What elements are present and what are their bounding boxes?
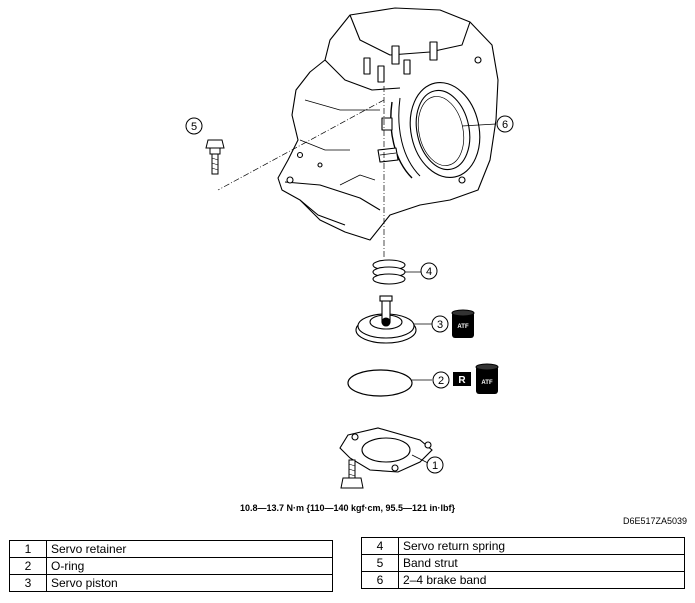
legend-row: 1 Servo retainer	[9, 540, 333, 558]
atf-icon-2-label: ATF	[481, 380, 493, 386]
callout-1: 1	[426, 456, 444, 474]
servo-retainer-part-1	[339, 427, 433, 473]
callout-2-label: 2	[438, 375, 444, 387]
parts-legend-left: 1 Servo retainer 2 O-ring 3 Servo piston	[9, 540, 333, 592]
o-ring-part-2	[347, 369, 413, 397]
legend-row: 2 O-ring	[9, 557, 333, 575]
legend-part-name: O-ring	[46, 557, 333, 575]
callout-2: 2	[432, 371, 450, 389]
atf-bottle-icon: ATF	[451, 309, 475, 338]
callout-1-label: 1	[432, 460, 438, 472]
legend-part-name: Band strut	[398, 554, 685, 572]
callout-6: 6	[496, 115, 514, 133]
exploded-parts-diagram: 6 5 4 3 2 1 ATF R ATF	[185, 7, 514, 489]
callout-5-label: 5	[191, 121, 197, 133]
diagram-reference-code: D6E517ZA5039	[622, 516, 687, 526]
callout-5: 5	[185, 117, 203, 135]
legend-part-name: Servo return spring	[398, 537, 685, 555]
legend-number: 4	[361, 537, 399, 555]
legend-number: 5	[361, 554, 399, 572]
legend-row: 6 2–4 brake band	[361, 571, 685, 589]
atf-bottle-icon-2: ATF	[475, 363, 499, 394]
leader-lines	[405, 123, 497, 464]
parts-legend-right: 4 Servo return spring 5 Band strut 6 2–4…	[361, 537, 685, 589]
replace-r-icon: R	[453, 372, 471, 386]
legend-number: 3	[9, 574, 47, 592]
bolt-part-5	[205, 139, 225, 175]
legend-number: 6	[361, 571, 399, 589]
assembly-lines	[217, 86, 385, 258]
return-spring-part-4	[372, 259, 406, 285]
callout-4: 4	[420, 262, 438, 280]
legend-row: 3 Servo piston	[9, 574, 333, 592]
callout-6-label: 6	[502, 119, 508, 131]
legend-part-name: Servo piston	[46, 574, 333, 592]
r-icon-label: R	[458, 375, 466, 386]
legend-number: 1	[9, 540, 47, 558]
servo-piston-part-3	[355, 295, 417, 344]
legend-number: 2	[9, 557, 47, 575]
transaxle-case	[277, 7, 499, 241]
legend-part-name: Servo retainer	[46, 540, 333, 558]
callout-4-label: 4	[426, 266, 432, 278]
atf-icon-label: ATF	[457, 324, 469, 330]
callout-3-label: 3	[437, 319, 443, 331]
torque-spec: 10.8—13.7 N·m {110—140 kgf·cm, 95.5—121 …	[239, 503, 456, 513]
legend-row: 5 Band strut	[361, 554, 685, 572]
legend-row: 4 Servo return spring	[361, 537, 685, 555]
retainer-bolt	[340, 459, 364, 489]
callout-3: 3	[431, 315, 449, 333]
legend-part-name: 2–4 brake band	[398, 571, 685, 589]
